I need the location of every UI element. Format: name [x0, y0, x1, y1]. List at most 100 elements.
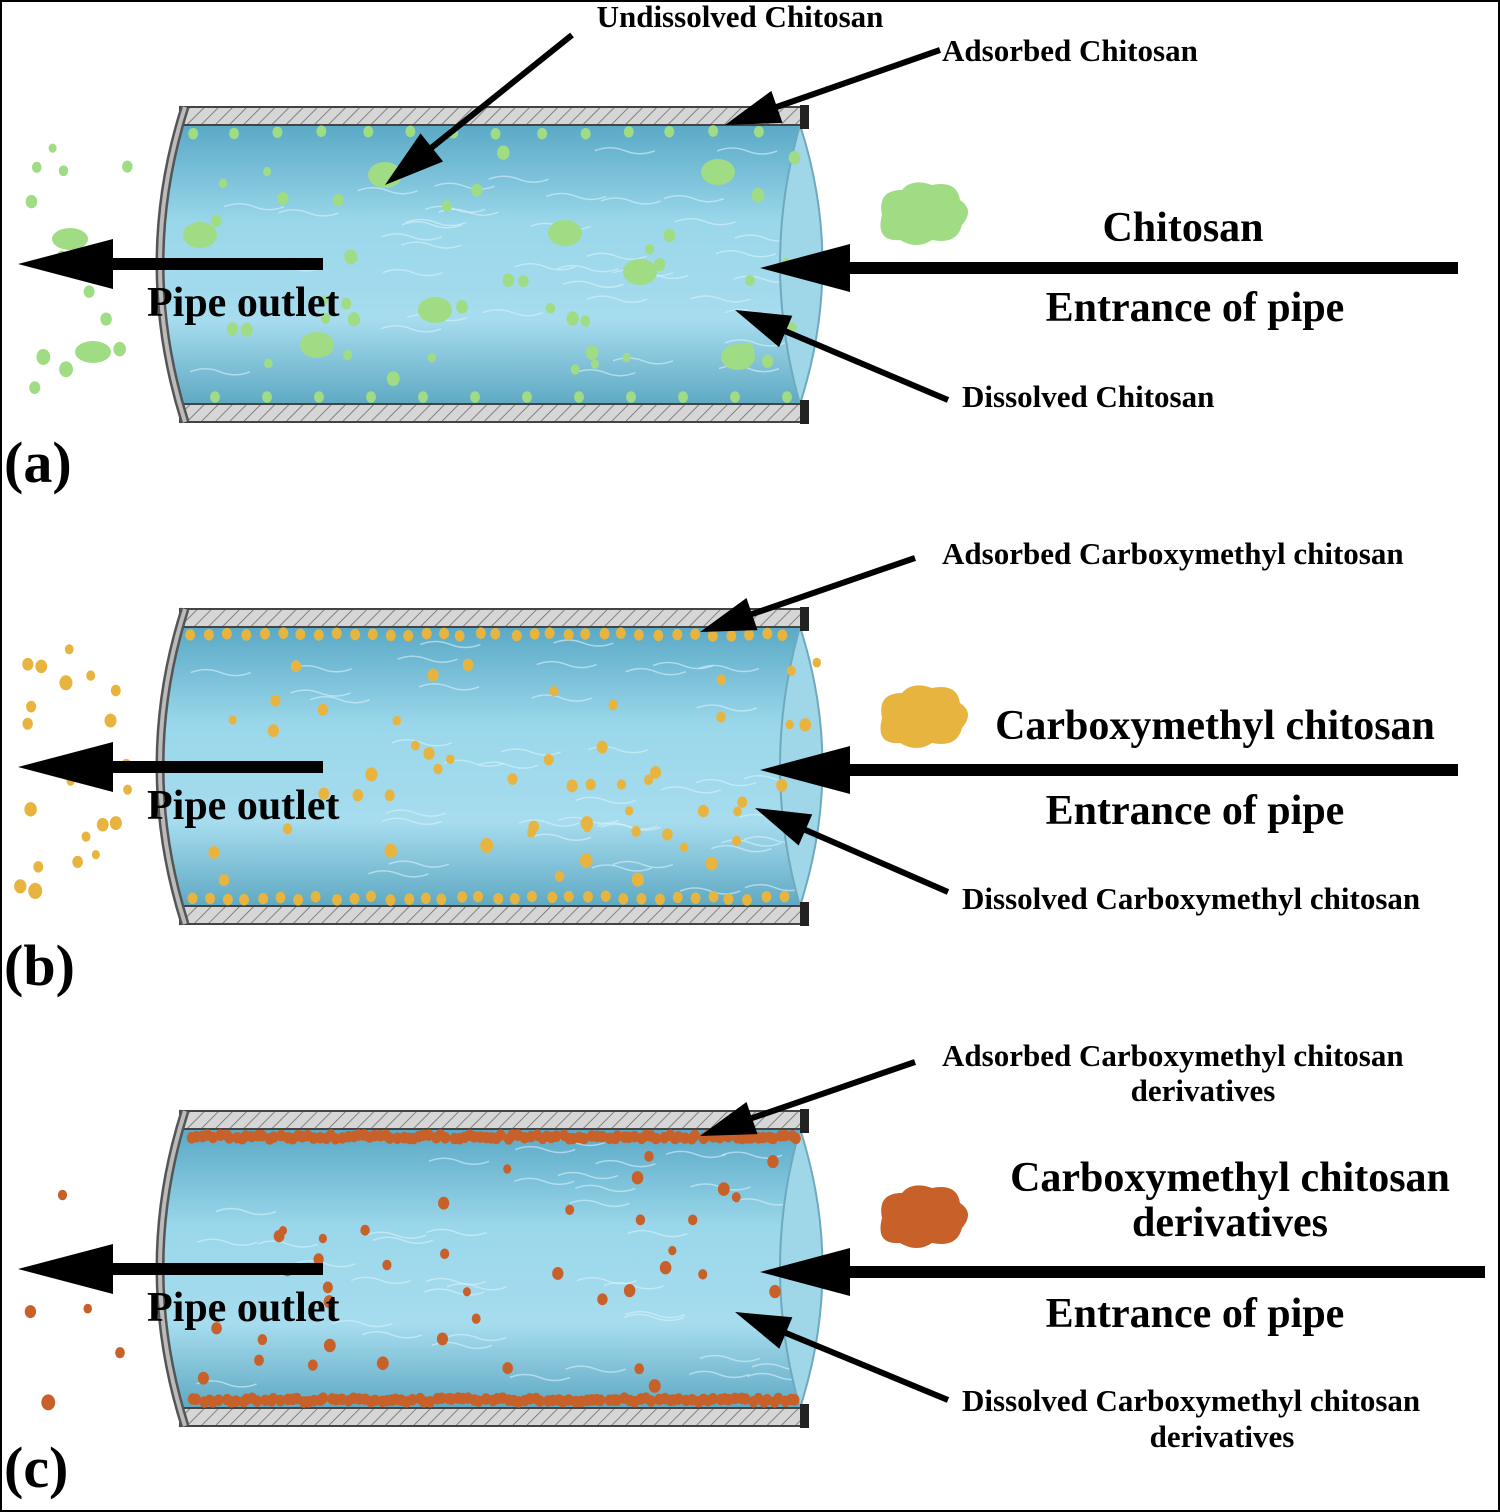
dissolved-particle: [332, 193, 344, 207]
adsorbed-particle: [310, 890, 321, 903]
dissolved-particle: [648, 1379, 661, 1393]
adsorbed-particle: [231, 1395, 242, 1407]
feed-substance-blob: [880, 1185, 969, 1248]
dissolved-particle: [624, 806, 634, 816]
outflow-particle: [109, 816, 122, 830]
water-ripple: [477, 761, 539, 769]
water-ripple: [405, 218, 467, 227]
adsorbed-particle: [350, 628, 361, 641]
dissolved-particle: [257, 1334, 268, 1346]
adsorbed-particle: [190, 1393, 201, 1406]
label-substance: Chitosan: [1102, 205, 1263, 251]
adsorbed-particle: [723, 893, 734, 905]
adsorbed-particle: [275, 1394, 286, 1407]
adsorbed-particle: [404, 893, 415, 905]
adsorbed-particle: [314, 391, 324, 403]
adsorbed-particle: [664, 125, 675, 138]
adsorbed-particle: [636, 892, 647, 905]
label-adsorbed: Adsorbed Carboxymethyl chitosan: [942, 1038, 1404, 1073]
water-ripple: [380, 325, 442, 333]
adsorbed-particle: [578, 1132, 589, 1145]
adsorbed-particle: [599, 627, 610, 640]
adsorbed-particle: [762, 627, 773, 640]
feed-substance-blob: [880, 685, 969, 748]
adsorbed-particle: [221, 627, 232, 640]
adsorbed-particle: [767, 1132, 778, 1145]
dissolved-particle: [441, 200, 452, 212]
undissolved-particle: [721, 344, 755, 370]
adsorbed-particle: [490, 128, 501, 140]
dissolved-particle: [277, 191, 289, 206]
water-ripple: [426, 1228, 487, 1237]
dissolved-particle: [440, 1248, 450, 1260]
water-ripple: [597, 822, 658, 830]
adsorbed-particle: [544, 627, 555, 639]
dissolved-particle: [552, 1266, 564, 1280]
adsorbed-particle: [529, 628, 540, 640]
water-ripple: [368, 870, 429, 878]
water-ripple: [189, 368, 251, 376]
undissolved-particle: [623, 259, 657, 285]
dissolved-particle: [319, 295, 329, 306]
water-ripple: [624, 1310, 686, 1319]
adsorbed-particle: [612, 1130, 623, 1142]
outflow-particle: [83, 285, 95, 298]
outflow-particle: [36, 349, 51, 365]
pipe-wall-end: [800, 105, 809, 129]
adsorbed-particle: [185, 629, 196, 641]
adsorbed-particle: [258, 892, 269, 905]
dissolved-particle: [462, 658, 474, 672]
dissolved-particle: [716, 674, 726, 685]
adsorbed-particle: [744, 629, 755, 641]
adsorbed-particle: [582, 890, 593, 903]
dissolved-particle: [616, 779, 626, 790]
dissolved-particle: [317, 703, 328, 716]
adsorbed-particle: [418, 391, 428, 403]
adsorbed-particle: [405, 125, 416, 138]
adsorbed-particle: [672, 891, 683, 904]
water-ripple: [434, 182, 495, 190]
water-ripple: [418, 683, 480, 691]
dissolved-particle: [585, 778, 596, 791]
undissolved-particle: [418, 297, 452, 323]
adsorbed-particle: [522, 391, 532, 403]
dissolved-particle: [313, 1253, 324, 1266]
pipe-wall-end: [800, 1109, 809, 1133]
water-ripple: [695, 778, 757, 787]
outflow-particle: [22, 657, 34, 671]
adsorbed-particle: [708, 890, 719, 903]
label-dissolved: Dissolved Chitosan: [962, 379, 1214, 414]
adsorbed-particle: [260, 627, 271, 640]
adsorbed-particle: [407, 1393, 418, 1406]
dissolved-particle: [608, 699, 618, 711]
adsorbed-particle: [653, 629, 664, 642]
dissolved-particle: [323, 1295, 335, 1309]
water-ripple: [514, 1145, 576, 1154]
dissolved-particle: [462, 1287, 471, 1297]
adsorbed-pointer-arrow: [725, 47, 941, 125]
water-ripple: [575, 368, 636, 377]
label-entrance: Entrance of pipe: [1046, 285, 1345, 331]
pipe-wall-bottom: [179, 905, 809, 925]
water-ripple: [623, 1313, 685, 1322]
label-adsorbed: Adsorbed Carboxymethyl chitosan: [942, 536, 1404, 571]
water-ripple: [688, 1370, 750, 1379]
label-outlet: Pipe outlet: [147, 1285, 339, 1331]
label-dissolved: Dissolved Carboxymethyl chitosan: [962, 1383, 1420, 1418]
adsorbed-particle: [278, 627, 289, 639]
dissolved-particle: [456, 300, 468, 314]
outflow-particle: [64, 644, 74, 655]
adsorbed-particle: [332, 894, 343, 906]
pipe-wall-top: [179, 106, 809, 126]
adsorbed-particle: [782, 391, 792, 403]
adsorbed-particle: [457, 891, 468, 903]
adsorbed-particle: [623, 126, 634, 138]
adsorbed-particle: [730, 391, 740, 403]
water-ripple: [594, 146, 656, 155]
adsorbed-particle: [229, 127, 240, 140]
water-ripple: [574, 1184, 636, 1193]
water-ripple: [391, 739, 453, 747]
adsorbed-particle: [490, 628, 501, 640]
pipe-panel-b: [14, 555, 1458, 926]
